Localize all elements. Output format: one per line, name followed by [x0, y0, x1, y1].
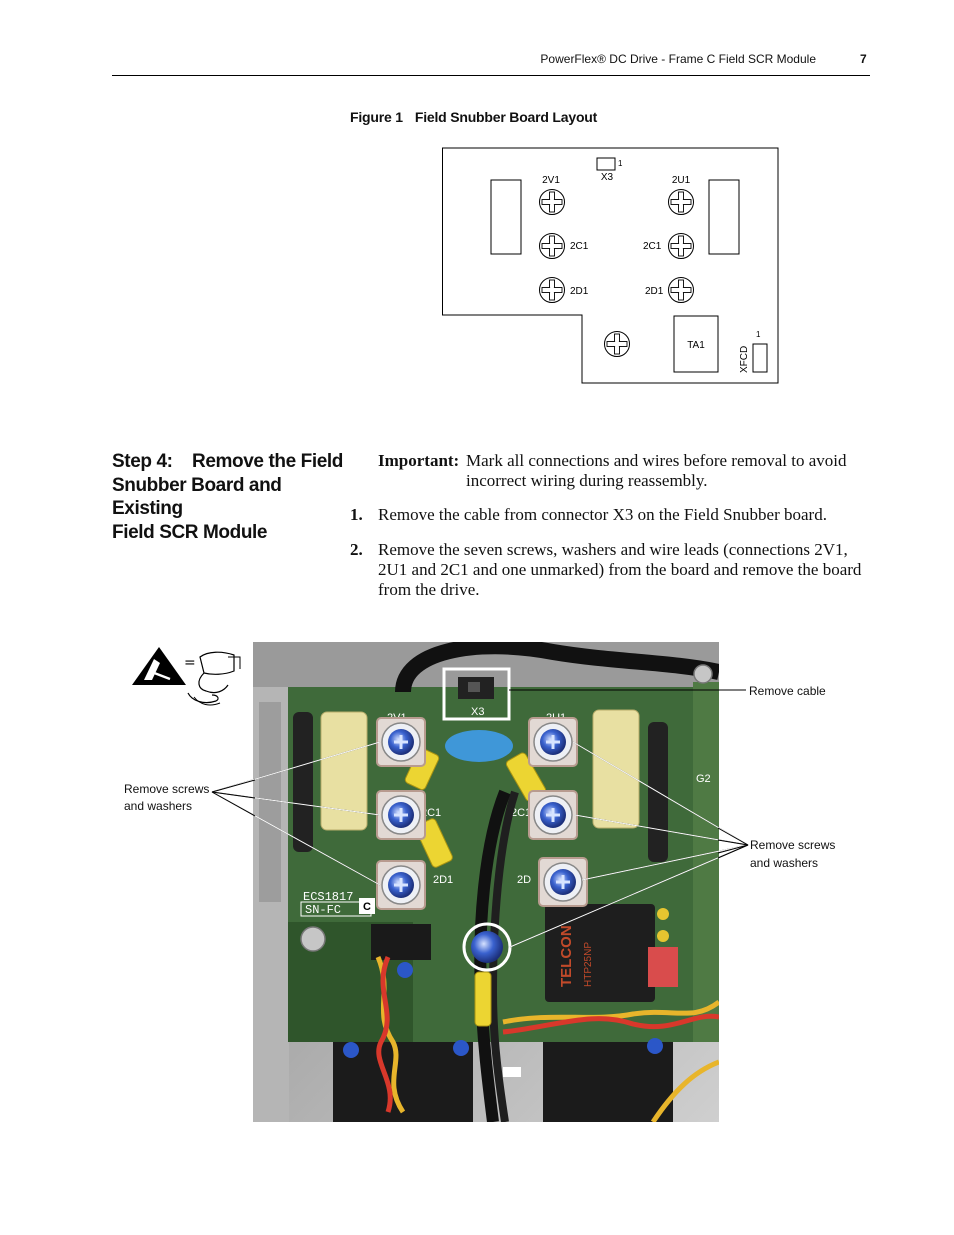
important-text: Mark all connections and wires before re…: [466, 451, 847, 490]
photo-htp-label: HTP25NP: [583, 942, 594, 987]
photo-g2-label: G2: [696, 773, 711, 785]
step-2-number: 2.: [350, 540, 363, 559]
2u1-label: 2U1: [672, 175, 691, 186]
step-heading-line-2: Snubber Board and Existing: [112, 474, 282, 520]
2d1-right-label: 2D1: [645, 286, 664, 297]
screw-2d1-right-icon: [668, 277, 694, 303]
remove-cable-callout: Remove cable: [749, 684, 826, 698]
screw-2c1-left-icon: [539, 233, 565, 259]
photo-x3-label: X3: [471, 706, 484, 718]
right-screws-callout-line-1: Remove screws: [750, 838, 836, 852]
photo-screw-2d1-right-icon: [537, 856, 589, 908]
photo-2c1-right-label: 2C1: [511, 807, 531, 819]
2c1-left-label: 2C1: [570, 241, 589, 252]
step-heading-line-3: Field SCR Module: [112, 521, 268, 543]
left-screws-callout-line-1: Remove screws: [124, 782, 210, 796]
left-capacitor-outline: [490, 179, 522, 255]
xfcd-connector-outline: [752, 343, 768, 373]
step-heading-line-1: Step 4: Remove the Field: [112, 451, 343, 472]
photo-screw-2c1-left-icon: [375, 789, 427, 841]
right-screws-callout-line-2: and washers: [750, 856, 819, 870]
esd-warning-icon: =: [132, 647, 241, 706]
photo-ecs-label: ECS1817: [303, 890, 353, 904]
xfcd-pin-label: 1: [756, 330, 761, 339]
right-capacitor-outline: [708, 179, 740, 255]
figure-number: Figure 1: [350, 109, 403, 125]
screw-2d1-left-icon: [539, 277, 565, 303]
important-label: Important:: [378, 451, 460, 470]
x3-label: X3: [601, 172, 614, 183]
xfcd-label: XFCD: [739, 346, 750, 373]
photo-screw-2v1-icon: [375, 716, 427, 768]
photo-telcon-label: TELCON: [558, 925, 575, 987]
screw-2c1-right-icon: [668, 233, 694, 259]
page-number: 7: [860, 52, 867, 66]
left-screws-callout-line-2: and washers: [124, 799, 193, 813]
screw-2v1-icon: [539, 189, 565, 215]
step-1-text: Remove the cable from connector X3 on th…: [378, 505, 827, 524]
photo-screw-unmarked-icon: [471, 931, 503, 963]
screw-2u1-icon: [668, 189, 694, 215]
step-2-text: Remove the seven screws, washers and wir…: [378, 540, 862, 599]
x3-pin-label: 1: [618, 159, 623, 168]
photo-screw-2u1-icon: [527, 716, 579, 768]
step-heading: Step 4: Remove the Field Snubber Board a…: [112, 450, 352, 544]
photo-c-label: C: [363, 901, 371, 913]
running-header: PowerFlex® DC Drive - Frame C Field SCR …: [540, 52, 816, 66]
photo-2d1-left-label: 2D1: [433, 874, 453, 886]
2v1-label: 2V1: [542, 175, 560, 186]
2d1-left-label: 2D1: [570, 286, 589, 297]
board-photo: X3 2V1 2U1 2C1 2C1 2D1 2D ECS1817 SN-FC …: [253, 642, 719, 1122]
2c1-right-label: 2C1: [643, 241, 662, 252]
photo-screw-2d1-left-icon: [375, 859, 427, 911]
photo-2c1-left-label: 2C1: [421, 807, 441, 819]
photo-snfc-label: SN-FC: [305, 903, 341, 917]
figure-caption: Figure 1 Field Snubber Board Layout: [350, 109, 597, 125]
step-1-number: 1.: [350, 505, 363, 524]
x3-connector-outline: [596, 157, 616, 171]
photo-2d1-right-label: 2D: [517, 874, 531, 886]
figure-title: Field Snubber Board Layout: [414, 109, 598, 125]
screw-unmarked-icon: [604, 331, 630, 357]
svg-text:=: =: [184, 655, 196, 671]
ta1-label: TA1: [687, 340, 705, 351]
ta1-outline: [673, 315, 719, 373]
header-rule: [112, 75, 870, 76]
photo-screw-2c1-right-icon: [527, 789, 579, 841]
field-snubber-board-diagram: 1 X3 2V1 2U1 2C1 2C1 2D1 2D1 TA1 1 XFCD: [442, 147, 779, 384]
x3-highlight-box: [442, 667, 511, 721]
